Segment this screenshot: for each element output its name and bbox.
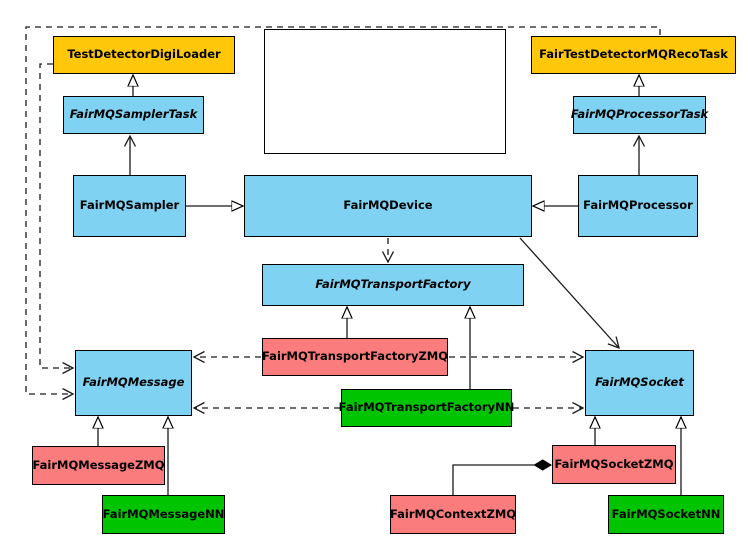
class-node-FairMQTransportFactoryNN[interactable]: FairMQTransportFactoryNN [339, 389, 514, 427]
class-node-FairMQMessageZMQ[interactable]: FairMQMessageZMQ [32, 446, 165, 485]
class-node-FairMQProcessorTask[interactable]: FairMQProcessorTask [571, 96, 708, 134]
class-node-FairMQSocketNN[interactable]: FairMQSocketNN [608, 495, 724, 534]
class-node-FairMQTransportFactory[interactable]: FairMQTransportFactory [262, 264, 524, 306]
class-node-FairMQTransportFactoryZMQ[interactable]: FairMQTransportFactoryZMQ [262, 338, 448, 376]
class-node-FairMQProcessor[interactable]: FairMQProcessor [578, 175, 698, 237]
edge-device-socket [519, 237, 619, 348]
class-node-FairTestDetectorMQRecoTask[interactable]: FairTestDetectorMQRecoTask [531, 36, 736, 74]
class-node-FairMQMessage[interactable]: FairMQMessage [75, 350, 192, 416]
class-node-FairMQSampler[interactable]: FairMQSampler [73, 175, 186, 237]
edge-recotask-message [25, 26, 661, 394]
legend-panel [264, 29, 506, 154]
edge-contextzmq-socketzmq [452, 465, 551, 495]
class-node-TestDetectorDigiLoader[interactable]: TestDetectorDigiLoader [53, 36, 235, 74]
class-node-FairMQMessageNN[interactable]: FairMQMessageNN [102, 495, 225, 534]
class-node-FairMQContextZMQ[interactable]: FairMQContextZMQ [390, 495, 516, 534]
class-node-FairMQSamplerTask[interactable]: FairMQSamplerTask [63, 96, 204, 134]
class-node-FairMQDevice[interactable]: FairMQDevice [244, 175, 532, 237]
class-node-FairMQSocket[interactable]: FairMQSocket [585, 350, 694, 416]
edge-digiloader-message [39, 63, 73, 368]
class-node-FairMQSocketZMQ[interactable]: FairMQSocketZMQ [552, 445, 676, 484]
